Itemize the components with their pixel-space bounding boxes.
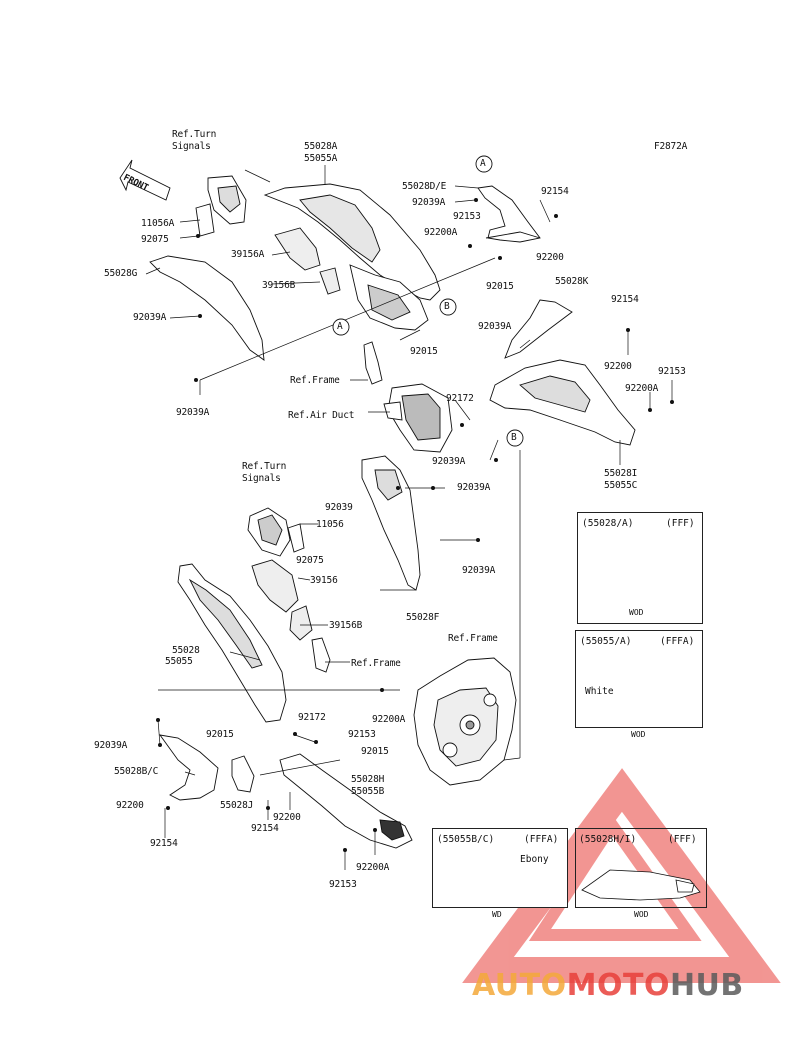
- part-92015-low2: 92015: [361, 746, 389, 757]
- figure-code: F2872A: [654, 141, 688, 152]
- variant-box-1-code: (FFF): [666, 518, 695, 529]
- part-55028h: 55028H: [351, 774, 385, 785]
- callout-a-mid-text: A: [337, 321, 343, 332]
- variant-box-4-header: (55028H/I): [579, 834, 637, 845]
- part-92153-top: 92153: [453, 211, 481, 222]
- part-11056: 11056: [316, 519, 344, 530]
- part-92200-lower-center: 92200: [273, 812, 301, 823]
- variant-box-4-caption: WOD: [634, 910, 649, 919]
- variant-box-2-header: (55055/A): [580, 636, 632, 647]
- part-92200a-top: 92200A: [424, 227, 458, 238]
- part-92039a-center: 92039A: [457, 482, 491, 493]
- part-92200-right: 92200: [604, 361, 632, 372]
- part-92200a-bottom: 92200A: [356, 862, 390, 873]
- variant-box-2-note: White: [585, 686, 614, 697]
- part-92039a-top: 92039A: [412, 197, 446, 208]
- variant-box-55055a: [575, 630, 703, 728]
- part-55055c: 55055C: [604, 480, 638, 491]
- variant-box-55028hi: [575, 828, 707, 908]
- front-arrow-icon: [119, 159, 171, 201]
- callout-a-mid: [332, 318, 350, 336]
- part-92153-right: 92153: [658, 366, 686, 377]
- part-92039a-lower-left: 92039A: [94, 740, 128, 751]
- watermark-moto: MOTO: [566, 968, 670, 1003]
- part-92200a-low: 92200A: [372, 714, 406, 725]
- part-55028k: 55028K: [555, 276, 589, 287]
- part-55028i: 55028I: [604, 468, 638, 479]
- part-92039a-left: 92039A: [133, 312, 167, 323]
- part-92039: 92039: [325, 502, 353, 513]
- variant-box-4-code: (FFF): [668, 834, 697, 845]
- part-39156b-mid: 39156B: [329, 620, 363, 631]
- watermark-hub: HUB: [669, 968, 744, 1003]
- variant-box-3-code: (FFFA): [524, 834, 559, 845]
- part-92172-top: 92172: [446, 393, 474, 404]
- part-92153-bottom: 92153: [329, 879, 357, 890]
- part-39156: 39156: [310, 575, 338, 586]
- variant-box-1-header: (55028/A): [582, 518, 634, 529]
- callout-b-top-text: B: [444, 301, 450, 312]
- variant-box-2-caption: WOD: [631, 730, 646, 739]
- variant-box-3-note: Ebony: [520, 854, 549, 865]
- part-39156a: 39156A: [231, 249, 265, 260]
- part-92039a-mid: 92039A: [432, 456, 466, 467]
- part-55028g: 55028G: [104, 268, 138, 279]
- watermark-text: AUTOMOTOHUB: [472, 968, 744, 1003]
- part-92200-top: 92200: [536, 252, 564, 263]
- part-92015-mid: 92015: [410, 346, 438, 357]
- callout-a-top-text: A: [480, 158, 486, 169]
- ref-air-duct: Ref.Air Duct: [288, 410, 355, 421]
- part-55055a: 55055A: [304, 153, 338, 164]
- part-92172-low: 92172: [298, 712, 326, 723]
- part-92154-lower-center: 92154: [251, 823, 279, 834]
- part-55028a: 55028A: [304, 141, 338, 152]
- part-92200a-right: 92200A: [625, 383, 659, 394]
- part-55028de: 55028D/E: [402, 181, 447, 192]
- variant-box-55055bc: [432, 828, 568, 908]
- variant-box-3-caption: WD: [492, 910, 502, 919]
- variant-box-2-code: (FFFA): [660, 636, 695, 647]
- part-92200-lower-left: 92200: [116, 800, 144, 811]
- callout-b-mid: [506, 429, 524, 447]
- ref-frame-top: Ref.Frame: [290, 375, 340, 386]
- part-92154-top: 92154: [541, 186, 569, 197]
- part-55028bc: 55028B/C: [114, 766, 159, 777]
- part-39156b-top: 39156B: [262, 280, 296, 291]
- part-92015-top: 92015: [486, 281, 514, 292]
- variant-box-55028a: [577, 512, 703, 624]
- callout-b-mid-text: B: [511, 432, 517, 443]
- part-92154-lower-left: 92154: [150, 838, 178, 849]
- ref-frame-mid: Ref.Frame: [448, 633, 498, 644]
- part-92153-low: 92153: [348, 729, 376, 740]
- callout-a-top: [475, 155, 493, 173]
- ref-turn-signals-top: Ref.Turn Signals: [172, 129, 217, 152]
- part-92075-mid: 92075: [296, 555, 324, 566]
- variant-box-1-caption: WOD: [629, 608, 644, 617]
- callout-b-top: [439, 298, 457, 316]
- part-92015-low1: 92015: [206, 729, 234, 740]
- part-55055: 55055: [165, 656, 193, 667]
- part-55028j: 55028J: [220, 800, 254, 811]
- ref-turn-signals-mid: Ref.Turn Signals: [242, 461, 287, 484]
- watermark-auto: AUTO: [472, 968, 567, 1003]
- variant-box-3-header: (55055B/C): [437, 834, 495, 845]
- part-92075-top: 92075: [141, 234, 169, 245]
- part-92039a-center2: 92039A: [462, 565, 496, 576]
- part-92154-right: 92154: [611, 294, 639, 305]
- part-55055b: 55055B: [351, 786, 385, 797]
- part-11056a: 11056A: [141, 218, 175, 229]
- part-92039a-right: 92039A: [478, 321, 512, 332]
- part-55028f: 55028F: [406, 612, 440, 623]
- ref-frame-low: Ref.Frame: [351, 658, 401, 669]
- part-55028: 55028: [172, 645, 200, 656]
- part-92039a-bottom-left: 92039A: [176, 407, 210, 418]
